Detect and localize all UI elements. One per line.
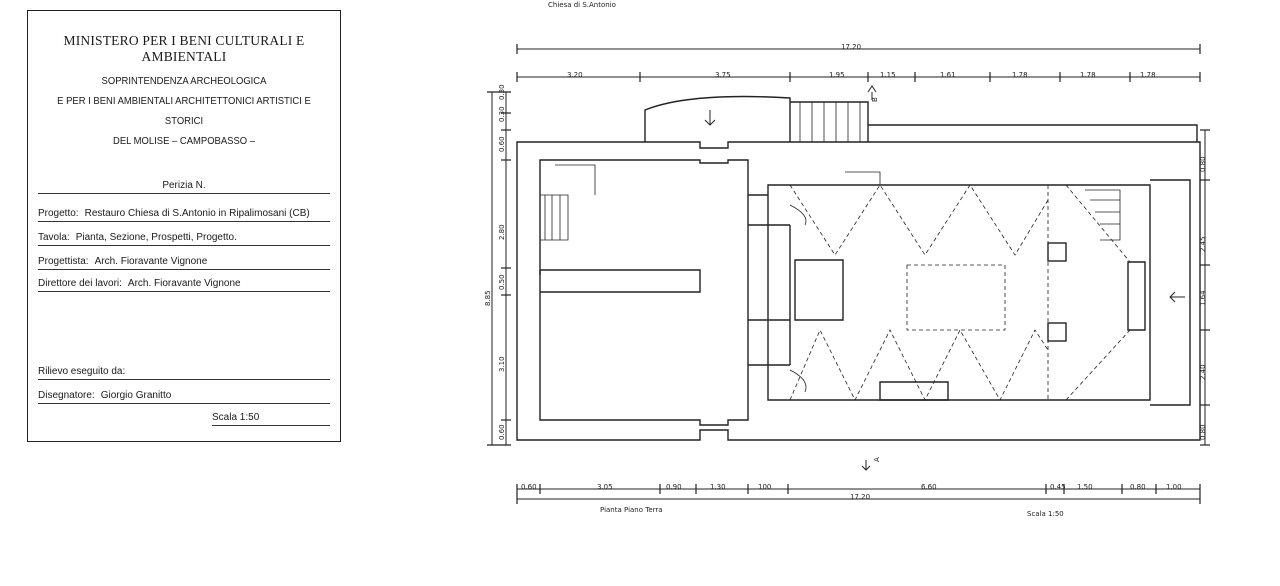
building-walls [516,95,1201,441]
dim-right: 2.45 [1199,236,1207,252]
dim-top: 1.78 [1012,71,1028,79]
dim-left: 0.60 [498,136,506,152]
progetto-value: Restauro Chiesa di S.Antonio in Ripalimo… [84,208,310,219]
dim-right: 0.80 [1199,156,1207,172]
entrance-arrows [704,110,1185,303]
dim-total-bottom: 17.20 [850,493,871,501]
section-label-a: A [873,457,881,462]
vault-lines [789,184,1131,401]
dim-top: 1.78 [1080,71,1096,79]
dim-top: 1.78 [1140,71,1156,79]
dim-right: 2.40 [1199,364,1207,380]
dim-bottom: 0.90 [666,483,682,491]
disegnatore-label: Disegnatore: [38,390,95,401]
disegnatore-value: Giorgio Granitto [100,390,172,401]
progettista-value: Arch. Fioravante Vignone [94,256,208,267]
dim-left: 0.30 [498,106,506,122]
ministry-heading: MINISTERO PER I BENI CULTURALI E AMBIENT… [63,33,305,64]
office-heading: SOPRINTENDENZA ARCHEOLOGICA E PER I BENI… [44,71,325,151]
plan-bottom-label: Pianta Piano Terra [600,506,663,514]
dim-left: 3.10 [498,356,506,372]
title-block-scale: Scala 1:50 [212,411,330,426]
section-markers [861,85,877,471]
dim-bottom: 1.50 [1077,483,1093,491]
dim-left: 2.80 [498,224,506,240]
dim-left: 0.50 [498,274,506,290]
dim-bottom: 1.30 [710,483,726,491]
dim-top: 3.20 [567,71,583,79]
section-label-b: B [871,97,879,102]
perizia-field: Perizia N. [38,179,330,194]
stairs [540,102,1121,241]
progetto-label: Progetto: [38,208,79,219]
rilievo-label: Rilievo eseguito da: [38,366,126,377]
office-line: DEL MOLISE – CAMPOBASSO – [113,135,255,147]
title-block: MINISTERO PER I BENI CULTURALI E AMBIENT… [27,10,341,442]
dim-left-total: 8.85 [484,290,492,306]
scale-text: Scala 1:50 [212,412,260,423]
tavola-label: Tavola: [38,232,70,243]
direttore-label: Direttore dei lavori: [38,278,122,289]
plan-top-label: Chiesa di S.Antonio [548,1,616,9]
tavola-value: Pianta, Sezione, Prospetti, Progetto. [75,232,237,243]
dim-right: 1.64 [1199,290,1207,306]
office-line: SOPRINTENDENZA ARCHEOLOGICA [101,75,267,87]
dim-right: 0.80 [1199,424,1207,440]
dim-bottom: 6.60 [921,483,937,491]
dim-bottom: 0.60 [521,483,537,491]
door-swings [789,171,881,393]
dim-bottom: 3.05 [597,483,613,491]
direttore-row: Direttore dei lavori: Arch. Fioravante Vi… [38,277,330,292]
dim-top: 3.75 [715,71,731,79]
direttore-value: Arch. Fioravante Vignone [127,278,241,289]
progetto-row: Progetto: Restauro Chiesa di S.Antonio in… [38,207,330,222]
dim-top: 1.95 [829,71,845,79]
dim-bottom: 0.45 [1050,483,1066,491]
progettista-row: Progettista: Arch. Fioravante Vignone [38,255,330,270]
plan-scale-label: Scala 1:50 [1027,510,1064,518]
dim-bottom: 0.80 [1130,483,1146,491]
dim-bottom: 1.00 [1166,483,1182,491]
rilievo-row: Rilievo eseguito da: [38,365,330,380]
disegnatore-row: Disegnatore: Giorgio Granitto [38,389,330,404]
dim-left: 0.60 [498,424,506,440]
dim-bottom: 100 [758,483,772,491]
dim-top: 1.61 [940,71,956,79]
office-line: E PER I BENI AMBIENTALI ARCHITETTONICI A… [57,95,311,127]
progettista-label: Progettista: [38,256,89,267]
dim-total-top: 17.20 [841,43,862,51]
dim-top: 1.15 [880,71,896,79]
perizia-label: Perizia N. [162,180,206,191]
tavola-row: Tavola: Pianta, Sezione, Prospetti, Proge… [38,231,330,246]
dim-left: 0.30 [498,84,506,100]
